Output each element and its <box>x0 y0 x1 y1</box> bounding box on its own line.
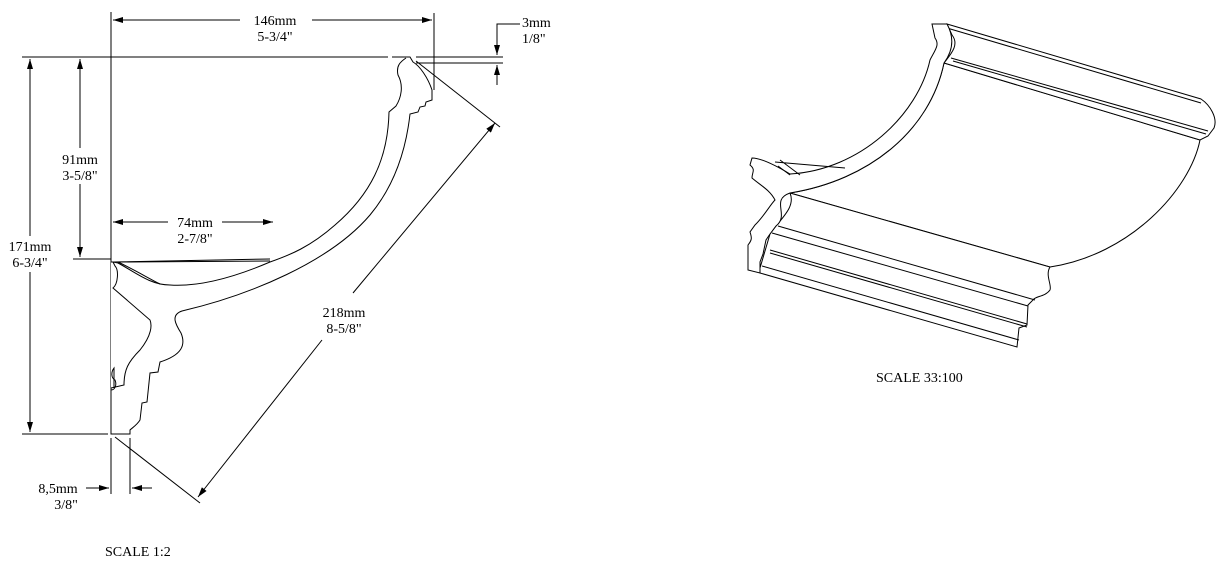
profile-front-curve <box>112 57 407 286</box>
upper-mm-label: 91mm <box>62 153 98 168</box>
iso-scale-label: SCALE 33:100 <box>876 371 963 386</box>
width-in-label: 5-3/4" <box>257 30 292 45</box>
iso-top-groove-1 <box>950 57 1209 132</box>
brace-detail <box>117 260 271 285</box>
iso-top-groove-2 <box>952 60 1207 135</box>
profile-scale-label: SCALE 1:2 <box>105 545 171 560</box>
iso-band-line-3 <box>769 249 1028 325</box>
upper-in-label: 3-5/8" <box>62 169 97 184</box>
diagonal-mm-label: 218mm <box>323 306 366 321</box>
iso-top-edge-line <box>946 27 1202 104</box>
iso-band-line-1 <box>777 225 1036 301</box>
offset-in-label: 1/8" <box>522 32 546 47</box>
diagonal-in-label: 8-5/8" <box>326 322 361 337</box>
profile-view: 146mm 5-3/4" 3mm 1/8" 171mm 6-3/4" 91mm … <box>9 12 551 560</box>
iso-band-line-5 <box>761 265 1020 341</box>
flange-mm-label: 74mm <box>177 216 213 231</box>
iso-band-line-4 <box>769 252 1028 328</box>
diagonal-extension-bottom <box>114 436 201 504</box>
iso-brace-detail <box>774 159 846 176</box>
height-in-label: 6-3/4" <box>12 256 47 271</box>
dim-offset-top <box>494 23 520 55</box>
width-mm-label: 146mm <box>254 14 297 29</box>
dim-diagonal-bottom <box>197 339 323 498</box>
thickness-in-label: 3/8" <box>54 498 78 513</box>
diagonal-extension-top <box>415 60 501 128</box>
iso-end-profile <box>747 23 953 274</box>
flange-in-label: 2-7/8" <box>177 232 212 247</box>
height-mm-label: 171mm <box>9 240 52 255</box>
thickness-mm-label: 8,5mm <box>38 482 77 497</box>
dim-diagonal-top <box>352 122 496 294</box>
offset-mm-label: 3mm <box>522 16 551 31</box>
iso-band-line-2 <box>771 232 1029 307</box>
isometric-view: SCALE 33:100 <box>747 23 1216 386</box>
iso-top-strip <box>943 23 1216 141</box>
